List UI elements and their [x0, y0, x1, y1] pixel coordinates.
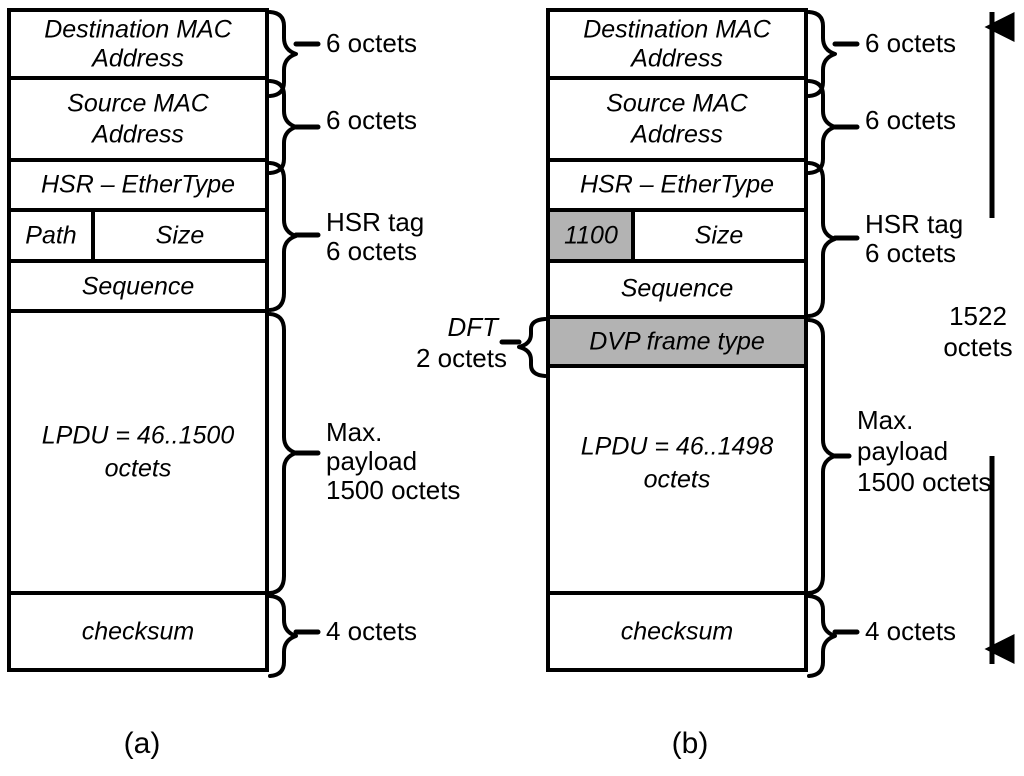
annotation-b-total-size-line2: octets	[943, 332, 1012, 362]
field-label-checksum: checksum	[82, 618, 195, 646]
field-label-b-hsr-ethertype: HSR – EtherType	[580, 171, 774, 199]
brace-payload	[268, 312, 298, 595]
annotation-payload-line3: 1500 octets	[326, 475, 460, 505]
panel-a: Destination MAC Address Source MAC Addre…	[7, 8, 460, 760]
field-box-b-dest-mac	[546, 8, 808, 80]
field-label-lpdu-line2: octets	[105, 455, 172, 483]
field-label-src-mac-line1: Source MAC	[67, 90, 210, 118]
annotation-b-payload-line1: Max.	[857, 405, 913, 435]
annotation-b-hsr-tag-line1: HSR tag	[865, 209, 963, 239]
brace-b-payload	[807, 318, 837, 595]
panel-b-caption: (b)	[672, 727, 709, 760]
annotation-payload-line2: payload	[326, 446, 417, 476]
field-label-b-src-mac-line1: Source MAC	[606, 90, 749, 118]
field-label-b-dvp-frame-type: DVP frame type	[589, 328, 765, 356]
field-box-sequence	[7, 259, 269, 313]
brace-hsr-tag	[268, 161, 298, 312]
brace-b-hsr-tag	[807, 161, 837, 318]
field-label-b-lpdu-line1: LPDU = 46..1498	[581, 433, 774, 461]
field-label-lpdu-line1: LPDU = 46..1500	[42, 422, 235, 450]
field-box-b-size	[631, 208, 808, 263]
annotation-b-payload-line2: payload	[857, 436, 948, 466]
annotation-src-mac-size: 6 octets	[326, 105, 417, 135]
annotation-b-hsr-tag-line2: 6 octets	[865, 238, 956, 268]
annotation-b-src-mac-size: 6 octets	[865, 105, 956, 135]
brace-b-checksum	[807, 594, 837, 678]
field-label-b-size: Size	[695, 222, 744, 250]
field-label-sequence: Sequence	[82, 273, 195, 301]
field-label-src-mac-line2: Address	[90, 121, 184, 149]
field-label-b-path-1100: 1100	[564, 222, 618, 250]
field-label-dest-mac-line2: Address	[90, 45, 184, 73]
field-box-checksum	[7, 591, 269, 672]
annotation-hsr-tag-line1: HSR tag	[326, 207, 424, 237]
panel-b: Destination MAC Address Source MAC Addre…	[416, 8, 1015, 760]
brace-checksum	[268, 594, 298, 678]
field-label-hsr-ethertype: HSR – EtherType	[41, 171, 235, 199]
annotation-b-dft-line2: 2 octets	[416, 343, 507, 373]
field-label-path: Path	[25, 222, 76, 250]
field-box-b-hsr-ethertype	[546, 158, 808, 212]
field-box-lpdu	[7, 309, 269, 595]
brace-b-dft	[517, 317, 547, 378]
annotation-checksum-size: 4 octets	[326, 616, 417, 646]
annotation-b-dft-line1: DFT	[447, 312, 500, 342]
field-box-b-dvp-frame-type	[546, 315, 808, 368]
field-label-b-src-mac-line2: Address	[629, 121, 723, 149]
annotation-b-total-size-line1: 1522	[949, 301, 1007, 331]
field-label-b-lpdu-line2: octets	[644, 466, 711, 494]
field-label-size: Size	[156, 222, 205, 250]
annotation-hsr-tag-line2: 6 octets	[326, 236, 417, 266]
annotation-dest-mac-size: 6 octets	[326, 28, 417, 58]
annotation-b-dest-mac-size: 6 octets	[865, 28, 956, 58]
annotation-payload-line1: Max.	[326, 417, 382, 447]
panel-a-caption: (a)	[124, 727, 161, 760]
field-box-src-mac	[7, 76, 269, 162]
field-label-b-checksum: checksum	[621, 618, 734, 646]
field-box-b-checksum	[546, 591, 808, 672]
field-label-b-sequence: Sequence	[621, 275, 734, 303]
field-label-b-dest-mac-line2: Address	[629, 45, 723, 73]
field-box-dest-mac	[7, 8, 269, 80]
annotation-b-payload-line3: 1500 octets	[857, 467, 991, 497]
field-box-b-lpdu	[546, 364, 808, 595]
field-label-b-dest-mac-line1: Destination MAC	[583, 16, 772, 44]
annotation-b-checksum-size: 4 octets	[865, 616, 956, 646]
field-label-dest-mac-line1: Destination MAC	[44, 16, 233, 44]
